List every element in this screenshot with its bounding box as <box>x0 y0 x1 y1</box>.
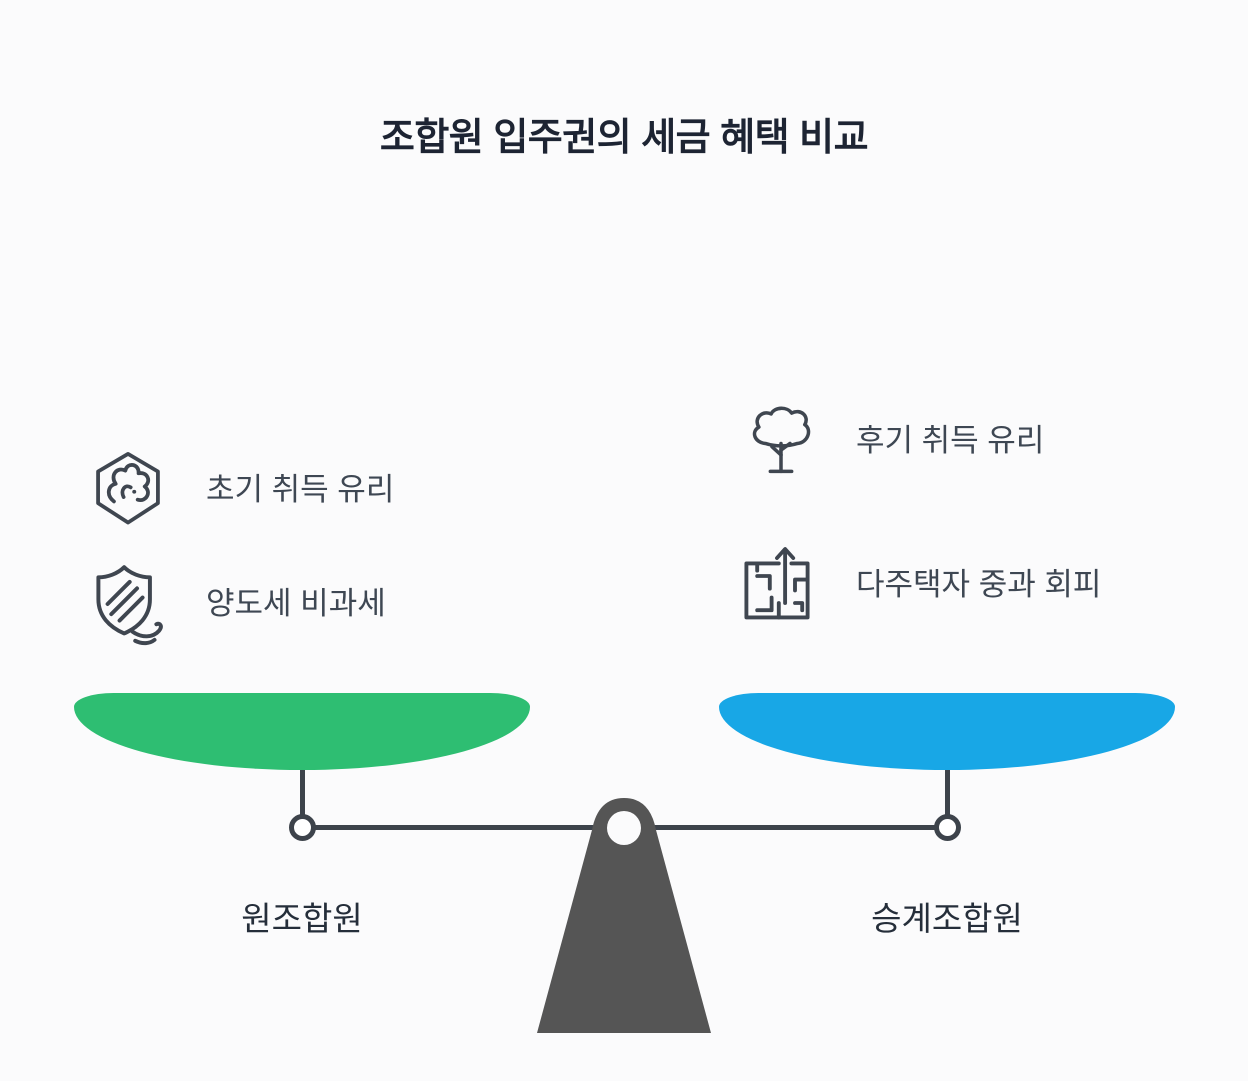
left-pivot-circle <box>289 814 316 841</box>
right-hanger-line <box>945 766 950 824</box>
feature-multi-home-tax-avoidance: 다주택자 중과 회피 <box>732 540 1174 630</box>
feature-label: 초기 취득 유리 <box>206 471 395 507</box>
coral-icon <box>84 446 172 534</box>
tree-icon <box>740 400 822 482</box>
page-title: 조합원 입주권의 세금 혜택 비교 <box>379 117 869 159</box>
right-pan <box>719 693 1175 770</box>
shield-icon <box>80 558 172 650</box>
left-pan-label: 원조합원 <box>241 900 363 937</box>
fulcrum <box>537 798 711 1033</box>
feature-label: 양도세 비과세 <box>206 585 386 621</box>
feature-late-acquisition: 후기 취득 유리 <box>740 400 1044 482</box>
feature-transfer-tax-exemption: 양도세 비과세 <box>80 558 386 650</box>
right-pivot-circle <box>934 814 961 841</box>
maze-icon <box>732 540 822 630</box>
left-hanger-line <box>300 766 305 824</box>
feature-label: 다주택자 중과 회피 <box>856 566 1102 602</box>
right-pan-label: 승계조합원 <box>871 900 1023 937</box>
feature-label: 후기 취득 유리 <box>856 422 1045 458</box>
feature-early-acquisition: 초기 취득 유리 <box>84 446 394 534</box>
left-pan <box>74 693 530 770</box>
